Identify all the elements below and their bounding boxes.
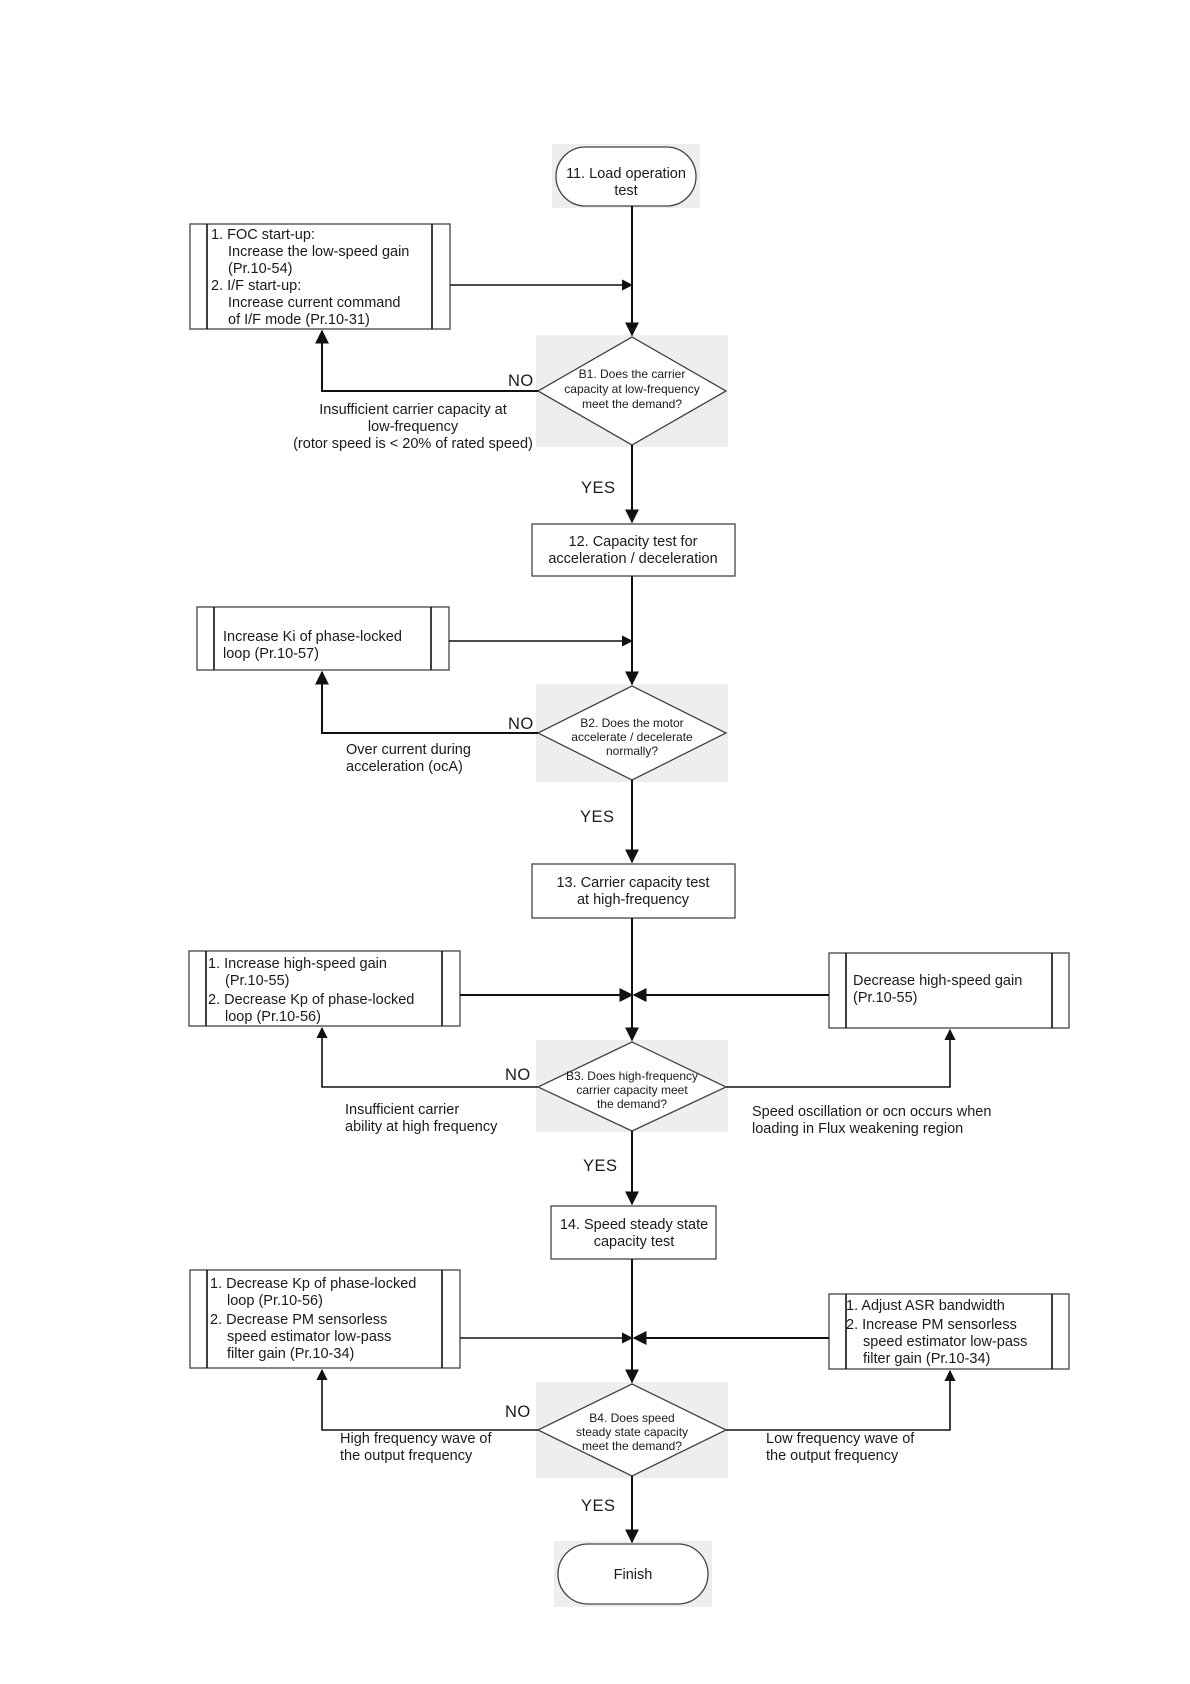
- b4-condition-right-line-2: the output frequency: [766, 1448, 899, 1464]
- b3-condition-right-line-2: loading in Flux weakening region: [752, 1121, 963, 1137]
- b3-condition-left-line-1: Insufficient carrier: [345, 1102, 459, 1118]
- b3-fix-right-line-2: (Pr.10-55): [853, 990, 917, 1006]
- b4-condition-right-line-1: Low frequency wave of: [766, 1431, 915, 1447]
- b4-decision-line-3: meet the demand?: [582, 1439, 682, 1453]
- b4-fix-right-line-4: filter gain (Pr.10-34): [863, 1351, 990, 1367]
- b1-fix-line-2: Increase the low-speed gain: [228, 244, 409, 260]
- b2-fix-line-1: Increase Ki of phase-locked: [223, 629, 402, 645]
- step-13-line-2: at high-frequency: [577, 892, 690, 908]
- start-label-line-1: 11. Load operation: [566, 166, 686, 182]
- b3-decision-line-2: carrier capacity meet: [576, 1083, 688, 1097]
- step-12-line-2: acceleration / deceleration: [548, 551, 717, 567]
- b1-yes-label: YES: [581, 479, 616, 497]
- arrow-b4-no-right: [726, 1369, 956, 1431]
- start-terminator: 11. Load operation test: [552, 144, 700, 208]
- b2-no-label: NO: [508, 715, 534, 733]
- b1-fix-box: 1. FOC start-up: Increase the low-speed …: [189, 223, 451, 330]
- b1-fix-line-6: of I/F mode (Pr.10-31): [228, 312, 370, 328]
- b4-decision-line-2: steady state capacity: [576, 1425, 688, 1439]
- b1-condition-line-3: (rotor speed is < 20% of rated speed): [293, 436, 533, 452]
- b2-fix-box: Increase Ki of phase-locked loop (Pr.10-…: [196, 606, 450, 671]
- b2-decision-line-3: normally?: [606, 744, 658, 758]
- b4-fix-right-box: 1. Adjust ASR bandwidth 2. Increase PM s…: [828, 1293, 1070, 1370]
- b3-fix-left-box: 1. Increase high-speed gain (Pr.10-55) 2…: [188, 950, 461, 1027]
- b3-fix-left-line-3: 2. Decrease Kp of phase-locked: [208, 992, 414, 1008]
- b4-fix-left-box: 1. Decrease Kp of phase-locked loop (Pr.…: [189, 1269, 461, 1369]
- b4-fix-left-line-1: 1. Decrease Kp of phase-locked: [210, 1276, 416, 1292]
- b1-condition-line-1: Insufficient carrier capacity at: [319, 402, 507, 418]
- b2-decision: B2. Does the motor accelerate / decelera…: [536, 684, 728, 782]
- b1-decision: B1. Does the carrier capacity at low-fre…: [536, 335, 728, 447]
- b1-decision-line-2: capacity at low-frequency: [564, 382, 699, 396]
- arrow-b3-no-right: [726, 1028, 956, 1088]
- b4-condition-left-line-2: the output frequency: [340, 1448, 473, 1464]
- arrow-b1-no: [315, 329, 538, 392]
- step-12-line-1: 12. Capacity test for: [569, 534, 698, 550]
- b3-yes-label: YES: [583, 1157, 618, 1175]
- b1-fix-line-5: Increase current command: [228, 295, 400, 311]
- step-14-line-1: 14. Speed steady state: [560, 1217, 708, 1233]
- b4-decision: B4. Does speed steady state capacity mee…: [536, 1382, 728, 1478]
- connectors: [315, 206, 956, 1544]
- b2-decision-line-2: accelerate / decelerate: [571, 730, 693, 744]
- b3-no-label: NO: [505, 1066, 531, 1084]
- b2-yes-label: YES: [580, 808, 615, 826]
- step-13-line-1: 13. Carrier capacity test: [556, 875, 709, 891]
- b4-fix-left-line-4: speed estimator low-pass: [227, 1329, 391, 1345]
- b2-condition-line-1: Over current during: [346, 742, 471, 758]
- b4-no-label: NO: [505, 1403, 531, 1421]
- step-12-box: 12. Capacity test for acceleration / dec…: [531, 523, 736, 577]
- b4-fix-right-line-1: 1. Adjust ASR bandwidth: [846, 1298, 1005, 1314]
- b2-decision-line-1: B2. Does the motor: [580, 716, 683, 730]
- b4-decision-line-1: B4. Does speed: [589, 1411, 674, 1425]
- b4-fix-left-line-3: 2. Decrease PM sensorless: [210, 1312, 387, 1328]
- b1-fix-line-3: (Pr.10-54): [228, 261, 292, 277]
- b1-no-label: NO: [508, 372, 534, 390]
- b3-decision-line-3: the demand?: [597, 1097, 667, 1111]
- b3-condition-left-line-2: ability at high frequency: [345, 1119, 498, 1135]
- arrow-b4-no-left: [316, 1368, 538, 1431]
- b3-fix-right-line-1: Decrease high-speed gain: [853, 973, 1022, 989]
- step-13-box: 13. Carrier capacity test at high-freque…: [531, 863, 736, 919]
- b1-decision-line-3: meet the demand?: [582, 397, 682, 411]
- b4-yes-label: YES: [581, 1497, 616, 1515]
- b3-condition-right-line-1: Speed oscillation or ocn occurs when: [752, 1104, 991, 1120]
- b2-fix-line-2: loop (Pr.10-57): [223, 646, 319, 662]
- arrow-b3-no-left: [316, 1026, 538, 1088]
- step-14-box: 14. Speed steady state capacity test: [550, 1205, 717, 1260]
- b4-condition-left-line-1: High frequency wave of: [340, 1431, 492, 1447]
- b1-decision-line-1: B1. Does the carrier: [579, 367, 686, 381]
- b4-fix-left-line-2: loop (Pr.10-56): [227, 1293, 323, 1309]
- arrow-b2-no: [315, 670, 538, 734]
- b4-fix-right-line-3: speed estimator low-pass: [863, 1334, 1027, 1350]
- b3-fix-left-line-4: loop (Pr.10-56): [225, 1009, 321, 1025]
- start-label-line-2: test: [614, 183, 637, 199]
- b1-fix-line-1: 1. FOC start-up:: [211, 227, 315, 243]
- finish-terminator: Finish: [554, 1541, 712, 1607]
- step-14-line-2: capacity test: [594, 1234, 675, 1250]
- b4-fix-left-line-5: filter gain (Pr.10-34): [227, 1346, 354, 1362]
- finish-label: Finish: [614, 1567, 653, 1583]
- b2-condition-line-2: acceleration (ocA): [346, 759, 463, 775]
- b1-fix-line-4: 2. I/F start-up:: [211, 278, 301, 294]
- b3-decision: B3. Does high-frequency carrier capacity…: [536, 1040, 728, 1132]
- b3-decision-line-1: B3. Does high-frequency: [566, 1069, 698, 1083]
- b3-fix-right-box: Decrease high-speed gain (Pr.10-55): [828, 952, 1070, 1029]
- b3-fix-left-line-2: (Pr.10-55): [225, 973, 289, 989]
- b3-fix-left-line-1: 1. Increase high-speed gain: [208, 956, 387, 972]
- b4-fix-right-line-2: 2. Increase PM sensorless: [846, 1317, 1017, 1333]
- b1-condition-line-2: low-frequency: [368, 419, 459, 435]
